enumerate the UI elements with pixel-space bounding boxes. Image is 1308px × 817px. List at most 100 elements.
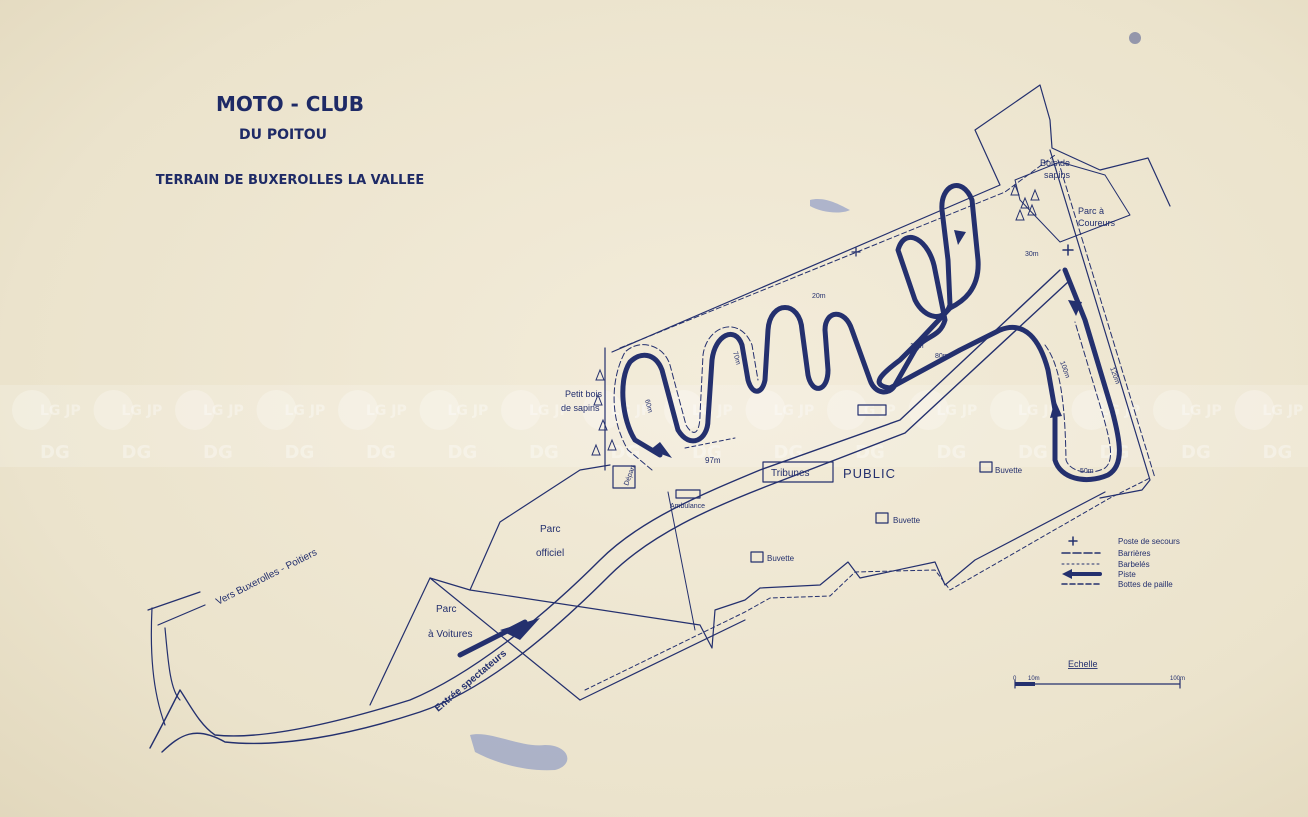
legend-label: Bottes de paille xyxy=(1118,580,1173,589)
ink-stains xyxy=(470,32,1141,771)
watermark-bottom: DG xyxy=(122,442,152,463)
watermark-bottom: DG xyxy=(366,442,396,463)
watermark-top: LG JP xyxy=(122,403,163,419)
watermark-face xyxy=(175,390,215,430)
watermark-top: LG JP xyxy=(692,403,733,419)
watermark-face xyxy=(1234,390,1275,430)
buvette-label-3: Buvette xyxy=(767,554,795,563)
watermark-face xyxy=(582,390,623,430)
buvette-box-3 xyxy=(750,551,764,563)
legend-label: Barrières xyxy=(1118,549,1150,558)
bois-label-1: Bois de xyxy=(1040,158,1070,168)
parc-officiel-label-2: officiel xyxy=(536,548,564,559)
watermark-face xyxy=(501,390,541,430)
pine-tree-icon xyxy=(607,438,617,451)
first-aid-cross-icon xyxy=(1062,244,1074,256)
scale-start: 0 xyxy=(1013,676,1017,682)
tower-box xyxy=(857,404,887,416)
distance-100-label: 100m xyxy=(1058,360,1071,379)
watermark-bottom: DG xyxy=(937,442,967,463)
race-circuit xyxy=(613,183,1122,483)
distance-50-label: 50m xyxy=(1080,468,1094,475)
title-line-2: DU POITOU xyxy=(239,127,327,143)
watermark-bottom: DG xyxy=(529,442,559,463)
legend-label: Poste de secours xyxy=(1118,537,1180,546)
ground-boundaries xyxy=(369,84,1171,706)
watermark-face xyxy=(338,390,378,430)
distance-30-label: 30m xyxy=(1025,251,1039,258)
watermark-top: LG JP xyxy=(1263,403,1304,419)
first-aid-cross-icon xyxy=(851,247,861,257)
watermark-top: LG JP xyxy=(937,403,978,419)
watermark-top: LG JP xyxy=(203,403,244,419)
parc-coureurs-label-1: Parc à xyxy=(1078,206,1104,216)
ambulance-label: Ambulance xyxy=(670,503,705,510)
watermark-face xyxy=(990,390,1030,430)
pine-tree-icon xyxy=(593,393,603,406)
legend-label: Barbelés xyxy=(1118,560,1150,569)
watermark-face xyxy=(1071,390,1112,430)
scale-title: Echelle xyxy=(1068,659,1098,669)
distance-97-label: 97m xyxy=(705,456,721,465)
pine-tree-icon xyxy=(1010,183,1020,196)
arrow-icon xyxy=(1050,400,1062,418)
entrance-arrow-shaft xyxy=(457,619,528,658)
parc-coureurs-label-2: Coureurs xyxy=(1078,218,1116,228)
watermark-face xyxy=(256,390,297,430)
watermark-face xyxy=(1153,390,1193,430)
watermark-band: LG JP DG LG JP DG LG JP DG LG JP DG LG JP DG LG JP… xyxy=(0,385,1308,467)
parc-voitures-label-1: Parc xyxy=(436,604,457,615)
legend-label: Piste xyxy=(1118,570,1136,579)
road-label: Vers Buxerolles - Poitiers xyxy=(214,547,319,608)
watermark-face xyxy=(93,390,134,430)
legend-arrow-icon xyxy=(1062,569,1072,579)
bois-label-2: sapins xyxy=(1044,170,1071,180)
watermark-top: LG JP xyxy=(1181,403,1222,419)
tribunes-label: Tribunes xyxy=(771,468,810,479)
buvette-label-1: Buvette xyxy=(995,466,1023,475)
watermark-top: LG JP xyxy=(448,403,489,419)
access-road xyxy=(147,269,1069,753)
tribunes-box xyxy=(762,461,834,483)
parc-voitures-label-2: à Voitures xyxy=(428,629,472,640)
watermark-bottom: DG xyxy=(285,442,315,463)
buvette-box-2 xyxy=(875,512,889,524)
watermark-face xyxy=(745,390,786,430)
buvette-label-2: Buvette xyxy=(893,516,921,525)
watermark-bottom: DG xyxy=(448,442,478,463)
pine-trees xyxy=(591,183,1040,456)
scale-bar: Echelle 0 10m 100m xyxy=(1013,659,1185,689)
watermark-bottom: DG xyxy=(855,442,885,463)
watermark-face xyxy=(12,390,52,430)
title-line-3: TERRAIN DE BUXEROLLES LA VALLEE xyxy=(156,173,424,188)
watermark-bottom: DG xyxy=(1018,442,1048,463)
watermark-bottom: DG xyxy=(692,442,722,463)
watermark-face xyxy=(419,390,460,430)
scale-mid: 10m xyxy=(1028,676,1040,682)
scale-end: 100m xyxy=(1170,676,1185,682)
watermark-top: LG JP xyxy=(366,403,407,419)
depart-box xyxy=(612,465,636,489)
watermark-bottom: DG xyxy=(1181,442,1211,463)
watermark-bottom: DG xyxy=(1100,442,1130,463)
structures xyxy=(612,244,1074,563)
watermark-bottom: DG xyxy=(40,442,70,463)
arrow-icon xyxy=(650,442,672,458)
petit-bois-label-1: Petit bois xyxy=(565,389,603,399)
petit-bois-label-2: de sapins xyxy=(561,403,600,413)
pine-tree-icon xyxy=(1020,196,1030,209)
watermark-top: LG JP xyxy=(40,403,81,419)
legend: Poste de secours Barrières Barbelés Pist… xyxy=(1061,536,1180,589)
pine-tree-icon xyxy=(598,418,608,431)
pine-tree-icon xyxy=(591,443,601,456)
arrow-icon xyxy=(954,230,966,245)
watermark-top: LG JP xyxy=(285,403,326,419)
buvette-box-1 xyxy=(979,461,993,473)
distance-70-label: 70m xyxy=(731,351,741,366)
public-label: PUBLIC xyxy=(843,466,896,481)
pine-tree-icon xyxy=(1030,188,1040,201)
parc-officiel-label-1: Parc xyxy=(540,524,561,535)
watermark-top: LG JP xyxy=(611,403,652,419)
distance-120-label: 120m xyxy=(1108,366,1121,385)
pine-tree-icon xyxy=(1015,208,1025,221)
